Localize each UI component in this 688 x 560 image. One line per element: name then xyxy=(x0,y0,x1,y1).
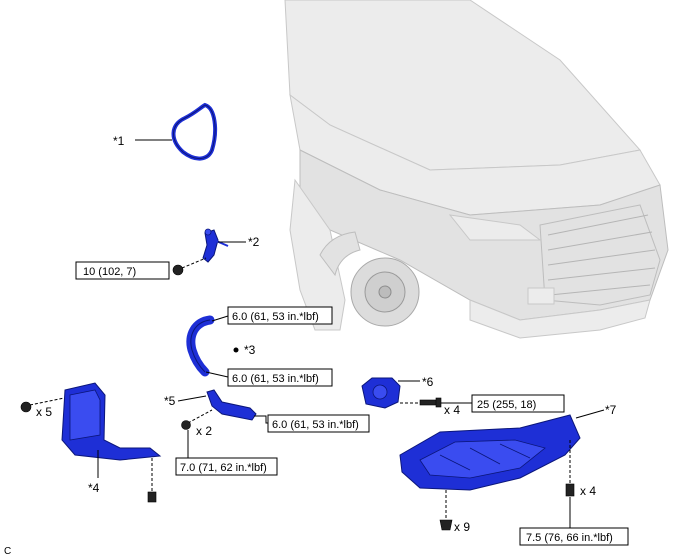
torque-value-5: 7.0 (71, 62 in.*lbf) xyxy=(180,462,267,474)
part-3-hose xyxy=(186,315,215,377)
label-part-1: *1 xyxy=(113,134,125,148)
figure-code: C xyxy=(4,546,11,557)
torque-box-2 xyxy=(227,306,333,325)
leader-part-5 xyxy=(177,395,207,402)
torque-box-4 xyxy=(267,414,370,433)
torque-value-6: 25 (255, 18) xyxy=(477,399,536,411)
quantity-4: x 4 xyxy=(580,484,596,498)
torque-value-2: 6.0 (61, 53 in.*lbf) xyxy=(232,311,319,323)
torque-value-7: 7.5 (76, 66 in.*lbf) xyxy=(526,532,613,544)
label-part-5: *5 xyxy=(164,394,176,408)
quantity-2: x 2 xyxy=(196,424,212,438)
dash-bolt-part-4 xyxy=(29,397,65,406)
vehicle-front-illustration xyxy=(284,0,669,339)
leader-torque-4 xyxy=(254,415,268,424)
torque-value-1: 10 (102, 7) xyxy=(83,266,136,278)
part-6-pump xyxy=(361,377,401,409)
quantity-1: x 5 xyxy=(36,405,52,419)
dash-bolt-part-2 xyxy=(181,257,207,269)
torque-box-7 xyxy=(519,527,629,546)
leader-part-7 xyxy=(575,409,605,419)
part-4-cover xyxy=(61,382,162,461)
bolt-icon xyxy=(20,401,32,413)
clip-icon xyxy=(439,519,453,531)
marker-dot xyxy=(233,347,239,353)
bolt-icon xyxy=(419,397,442,408)
dash-bolt-part-5 xyxy=(187,409,213,424)
label-part-7: *7 xyxy=(605,403,617,417)
part-5-pipe-bracket xyxy=(206,389,257,421)
label-part-2: *2 xyxy=(248,235,260,249)
leader-torque-2 xyxy=(211,315,229,322)
label-part-4: *4 xyxy=(88,481,100,495)
quantity-3: x 4 xyxy=(444,403,460,417)
bolt-icon xyxy=(147,491,157,503)
torque-box-3 xyxy=(227,368,333,387)
part-2-sensor xyxy=(202,228,229,263)
quantity-5: x 9 xyxy=(454,520,470,534)
bolt-icon xyxy=(172,264,184,276)
torque-value-4: 6.0 (61, 53 in.*lbf) xyxy=(272,419,359,431)
torque-box-1 xyxy=(75,261,170,280)
leader-torque-3 xyxy=(205,371,229,378)
label-part-3: *3 xyxy=(244,343,256,357)
part-1-drive-belt xyxy=(171,102,218,161)
bolt-icon xyxy=(181,420,191,430)
bolt-icon xyxy=(565,483,575,497)
label-part-6: *6 xyxy=(422,375,434,389)
torque-box-6 xyxy=(471,394,565,413)
torque-box-5 xyxy=(175,457,278,476)
part-7-under-cover xyxy=(399,414,581,491)
torque-value-3: 6.0 (61, 53 in.*lbf) xyxy=(232,373,319,385)
